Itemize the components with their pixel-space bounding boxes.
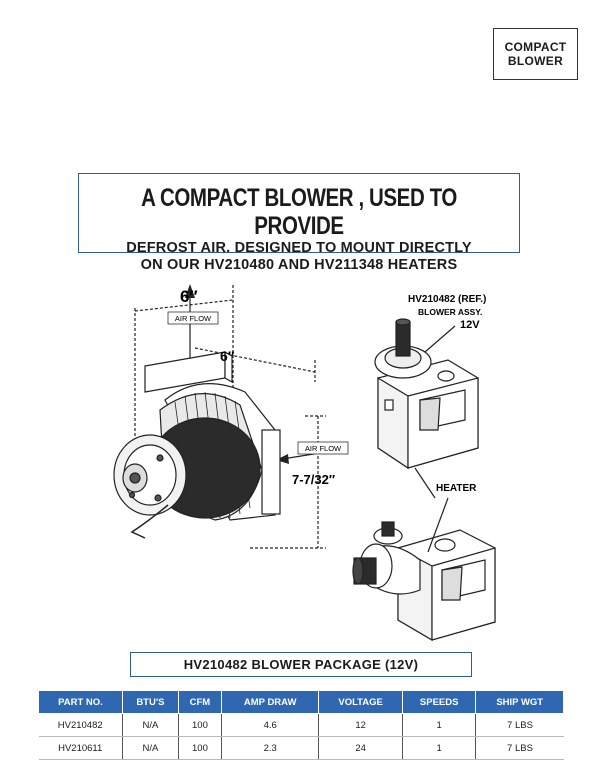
- table-cell: N/A: [122, 736, 179, 760]
- package-title: HV210482 BLOWER PACKAGE (12V): [130, 652, 472, 677]
- table-cell: 7 LBS: [475, 713, 564, 737]
- table-header-row: PART NO. BTU'S CFM AMP DRAW VOLTAGE SPEE…: [38, 690, 564, 714]
- ref-voltage-label: 12V: [460, 319, 480, 331]
- col-header: SPEEDS: [401, 690, 477, 714]
- col-header: SHIP WGT: [475, 690, 564, 714]
- table-cell: HV210611: [38, 736, 123, 760]
- table-cell: 12: [318, 713, 403, 737]
- tag-line2: BLOWER: [507, 54, 564, 68]
- heater-assembly-upper: [374, 318, 479, 499]
- table-cell: 1: [402, 713, 477, 737]
- headline-line2: DEFROST AIR. DESIGNED TO MOUNT DIRECTLY: [126, 240, 472, 256]
- corner-category-tag: COMPACT BLOWER: [493, 28, 578, 80]
- dimension-height: [250, 415, 326, 549]
- product-illustration: 6″ 6″ 7-7/32″ AIR FLOW AIR FLOW HV210482…: [113, 284, 496, 642]
- table-row: HV210482 N/A 100 4.6 12 1 7 LBS: [38, 713, 564, 737]
- table-cell: 7 LBS: [475, 736, 564, 760]
- table-row: HV210611 N/A 100 2.3 24 1 7 LBS: [38, 736, 564, 760]
- airflow-top-label: AIR FLOW: [175, 314, 212, 323]
- table-cell: 4.6: [221, 713, 320, 737]
- ref-desc-label: BLOWER ASSY.: [418, 307, 482, 317]
- spec-table: PART NO. BTU'S CFM AMP DRAW VOLTAGE SPEE…: [38, 690, 564, 760]
- table-cell: 100: [178, 713, 223, 737]
- table-cell: HV210482: [38, 713, 123, 737]
- headline-line3: ON OUR HV210480 AND HV211348 HEATERS: [140, 257, 458, 273]
- col-header: BTU'S: [121, 690, 179, 714]
- headline-title: A COMPACT BLOWER , USED TO PROVIDE: [141, 184, 457, 240]
- dimension-height-label: 7-7/32″: [292, 472, 335, 487]
- headline-box: A COMPACT BLOWER , USED TO PROVIDE DEFRO…: [78, 173, 520, 273]
- col-header: AMP DRAW: [221, 690, 320, 714]
- col-header: VOLTAGE: [318, 690, 403, 714]
- dimension-depth-label: 6″: [220, 348, 235, 364]
- dimension-width: [134, 285, 234, 460]
- dimension-width-label: 6″: [180, 287, 198, 306]
- table-cell: 2.3: [221, 736, 320, 760]
- ref-part-label: HV210482 (REF.): [408, 294, 486, 305]
- table-cell: 1: [402, 736, 477, 760]
- blower-drawing: [113, 350, 281, 539]
- heater-label: HEATER: [436, 483, 477, 494]
- table-cell: N/A: [122, 713, 179, 737]
- table-cell: 100: [178, 736, 223, 760]
- tag-line1: COMPACT: [504, 40, 567, 54]
- col-header: CFM: [177, 690, 223, 714]
- airflow-side-label: AIR FLOW: [305, 444, 342, 453]
- col-header: PART NO.: [38, 690, 123, 714]
- heater-assembly-lower: [352, 497, 496, 642]
- dimension-depth: [194, 347, 316, 382]
- table-cell: 24: [318, 736, 403, 760]
